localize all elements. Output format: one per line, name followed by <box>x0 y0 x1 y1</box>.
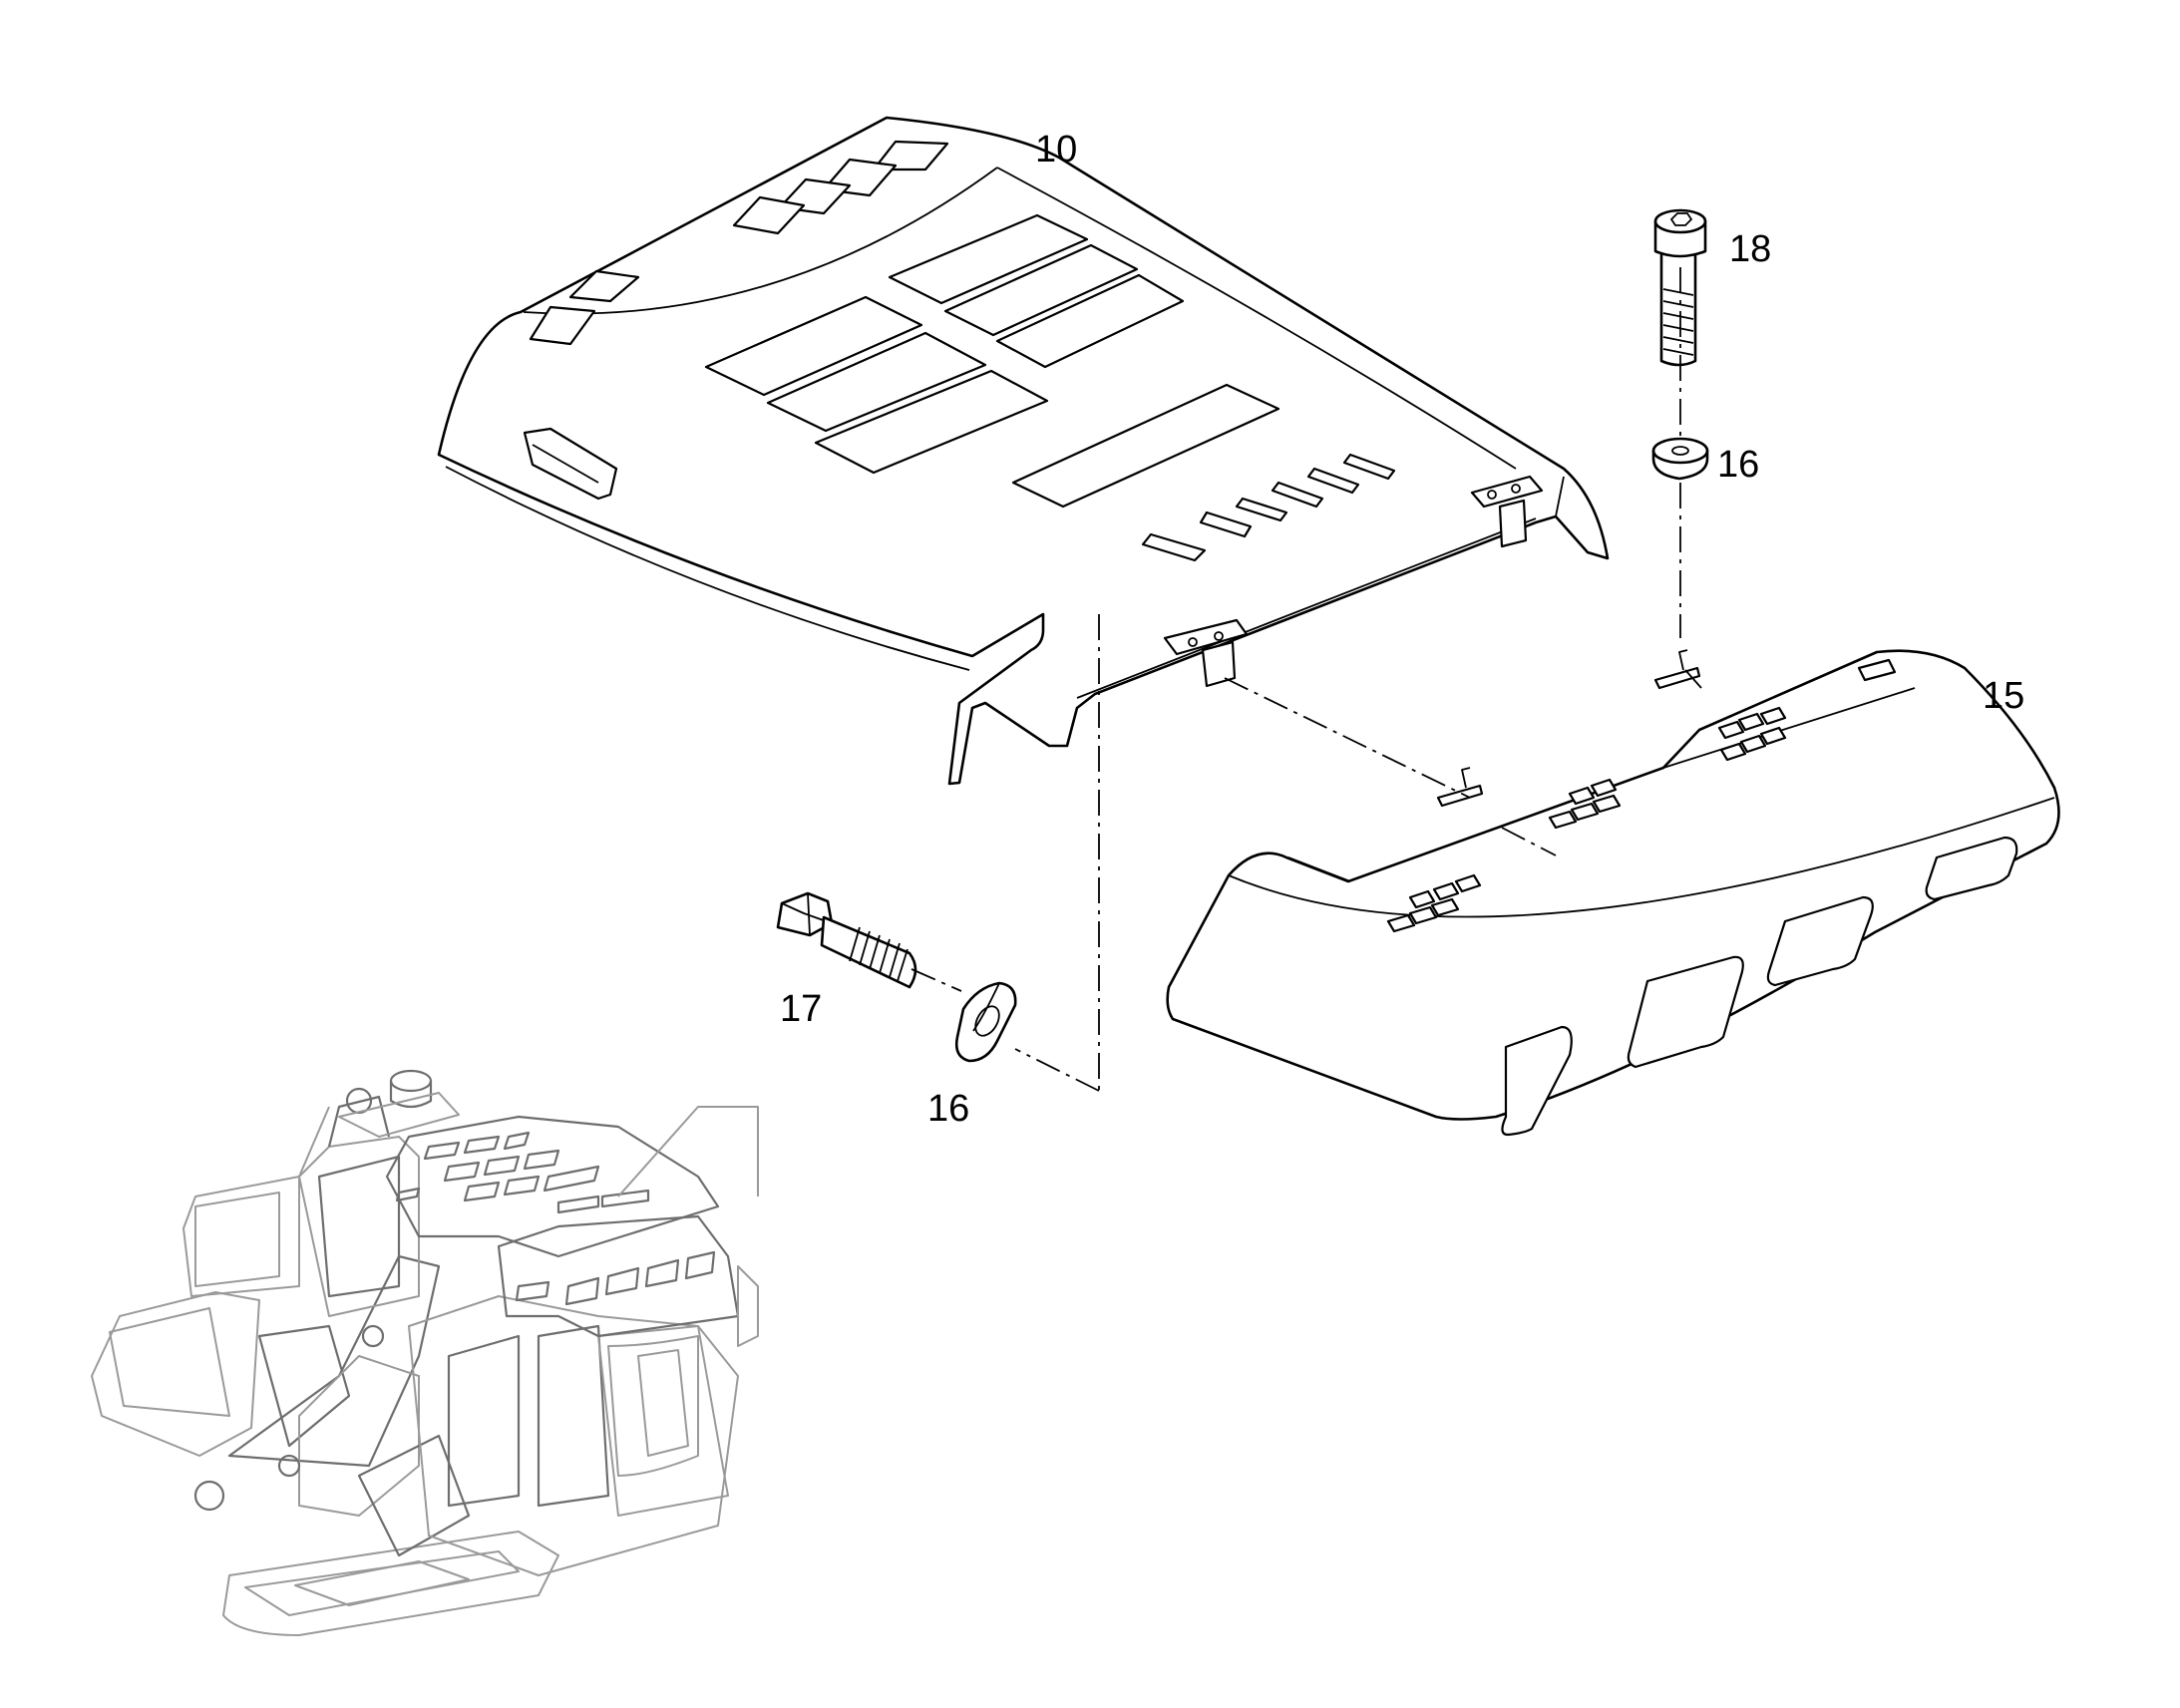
part-15-rear-cover[interactable] <box>1166 649 2060 1137</box>
callout-18: 18 <box>1729 228 1771 270</box>
part-16-washer-upper[interactable] <box>1651 437 1709 481</box>
callout-17: 17 <box>780 988 822 1030</box>
assembly-lines <box>910 267 1702 1093</box>
context-machine-illustration <box>91 1069 759 1636</box>
callout-16-lower: 16 <box>927 1088 969 1130</box>
callout-10: 10 <box>1035 129 1077 171</box>
part-17-hex-bolt[interactable] <box>776 891 917 989</box>
part-10-roof-cover[interactable] <box>437 116 1610 786</box>
callout-16-upper: 16 <box>1717 444 1759 486</box>
part-18-socket-cap-screw[interactable] <box>1653 208 1707 367</box>
callout-labels: 10 18 16 15 17 16 <box>780 129 2024 1130</box>
callout-15: 15 <box>1983 675 2024 717</box>
part-16-washer-lower[interactable] <box>954 981 1017 1063</box>
